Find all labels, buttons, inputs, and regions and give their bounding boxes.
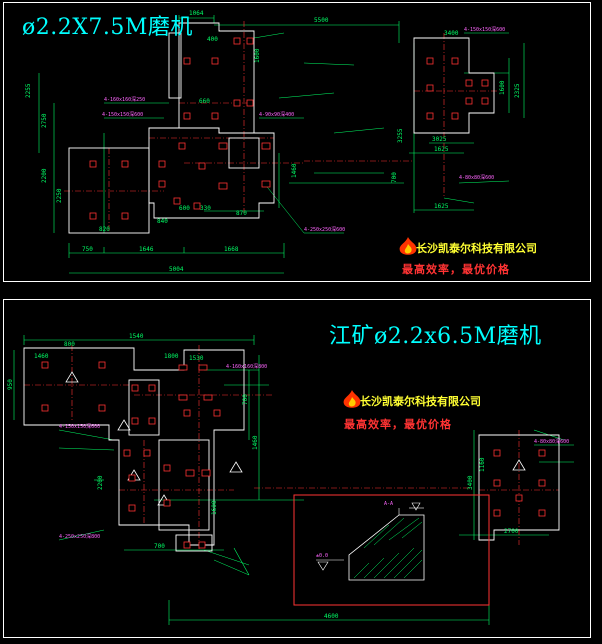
center-lines-top <box>64 21 499 233</box>
dim-label: 800 <box>64 341 75 348</box>
drawing-panel-top: 1064 400 5500 2255 2200 660 840 2250 160… <box>3 2 591 282</box>
dim-label: 750 <box>82 246 93 253</box>
dim-label: 1460 <box>252 435 259 450</box>
foundation-drawing-top: 1064 400 5500 2255 2200 660 840 2250 160… <box>25 10 525 274</box>
dim-label: 1668 <box>224 246 239 253</box>
note-label: 4-90x90深400 <box>259 111 294 118</box>
note-label: 4-80x80深600 <box>459 174 494 181</box>
note-label: 4-80x80深600 <box>534 438 569 445</box>
note-label: 4-150x150深600 <box>464 26 505 33</box>
note-label: 4-250x250深800 <box>59 533 100 540</box>
drawing-title-top: ø2.2X7.5M磨机 <box>22 15 193 40</box>
dim-label: 950 <box>7 379 14 390</box>
dim-label: 1600 <box>499 80 506 95</box>
slogan-block-bottom: 最高效率，最优价格 <box>344 416 452 432</box>
dim-label: 1160 <box>479 457 486 472</box>
dim-label: 400 <box>207 36 218 43</box>
dim-label: 600 <box>179 205 190 212</box>
drawing-title-bottom: 江矿ø2.2x6.5M磨机 <box>329 324 542 349</box>
slogan-block-top: 最高效率，最优价格 <box>402 261 510 277</box>
dim-label: 1460 <box>34 353 49 360</box>
section-label: A-A <box>384 501 393 507</box>
section-view-frame <box>293 494 490 606</box>
dim-label: 2200 <box>97 475 104 490</box>
dim-label: 1625 <box>434 146 449 153</box>
dim-label: 840 <box>157 218 168 225</box>
foundation-outlines-bottom <box>23 347 560 552</box>
dim-label: 2200 <box>41 168 48 183</box>
dim-label: 1646 <box>139 246 154 253</box>
dim-label: 3255 <box>397 128 404 143</box>
dimension-labels-top: 1064 400 5500 2255 2200 660 840 2250 160… <box>25 10 521 273</box>
dim-label: 1540 <box>129 333 144 340</box>
elevation-label: ±0.0 <box>316 553 328 559</box>
dimension-lines-bottom <box>13 335 565 625</box>
dim-label: 2255 <box>25 83 32 98</box>
note-label: 4-150x150深600 <box>59 423 100 430</box>
dim-label: 3400 <box>444 30 459 37</box>
brand-slogan: 最高效率，最优价格 <box>402 263 510 276</box>
dim-label: 4600 <box>324 613 339 620</box>
dimension-lines-top <box>38 15 525 274</box>
dim-label: 2700 <box>504 528 519 535</box>
annotation-notes-bottom: 4-160x160深800 4-150x150深600 4-80x80深600 … <box>59 363 569 540</box>
brand-slogan: 最高效率，最优价格 <box>344 418 452 431</box>
note-label: 4-250x250深600 <box>304 226 345 233</box>
brand-block-bottom: 长沙凯泰尔科技有限公司 <box>360 393 481 409</box>
dim-label: 1800 <box>164 353 179 360</box>
annotation-notes-top: 4-160x160深250 4-150x150深600 4-90x90深400 … <box>102 26 505 233</box>
leader-lines-bottom <box>58 369 574 576</box>
dim-label: 3400 <box>467 475 474 490</box>
dim-label: 1600 <box>211 500 218 515</box>
dim-label: 1625 <box>434 203 449 210</box>
dim-label: 1600 <box>254 48 261 63</box>
brand-name: 长沙凯泰尔科技有限公司 <box>360 396 481 408</box>
foundation-outlines-top <box>68 22 495 234</box>
dim-label: 820 <box>99 226 110 233</box>
elevation-markers <box>65 371 526 506</box>
dim-label: 2750 <box>41 113 48 128</box>
center-lines-bottom <box>24 345 559 550</box>
dim-label: 2250 <box>56 188 63 203</box>
dim-label: 870 <box>236 210 247 217</box>
brand-name: 长沙凯泰尔科技有限公司 <box>416 243 537 255</box>
brand-block-top: 长沙凯泰尔科技有限公司 <box>416 240 537 256</box>
dim-label: 700 <box>154 543 165 550</box>
drawing-panel-bottom: A-A ±0.0 <box>3 299 591 638</box>
dim-label: 3025 <box>432 136 447 143</box>
note-label: 4-150x150深600 <box>102 111 143 118</box>
bolt-holes-top <box>89 37 489 220</box>
dim-label: 700 <box>242 394 249 405</box>
note-label: 4-160x160深250 <box>104 96 145 103</box>
dim-label: 700 <box>391 172 398 183</box>
dim-label: 1064 <box>189 10 204 17</box>
dim-label: 5004 <box>169 266 184 273</box>
flame-logo-icon <box>343 390 361 408</box>
flame-logo-icon <box>399 237 417 255</box>
foundation-drawing-bottom: A-A ±0.0 <box>7 333 574 625</box>
section-view-detail: A-A ±0.0 <box>316 501 425 581</box>
dim-label: 1460 <box>291 163 298 178</box>
dimension-labels-bottom: 1540 800 4600 950 700 1460 1800 3400 270… <box>7 333 519 620</box>
bolt-holes-bottom <box>41 361 546 549</box>
dim-label: 2325 <box>514 83 521 98</box>
dim-label: 1530 <box>189 355 204 362</box>
dim-label: 5500 <box>314 17 329 24</box>
dim-label: 330 <box>200 205 211 212</box>
note-label: 4-160x160深800 <box>226 363 267 370</box>
dim-label: 660 <box>199 98 210 105</box>
